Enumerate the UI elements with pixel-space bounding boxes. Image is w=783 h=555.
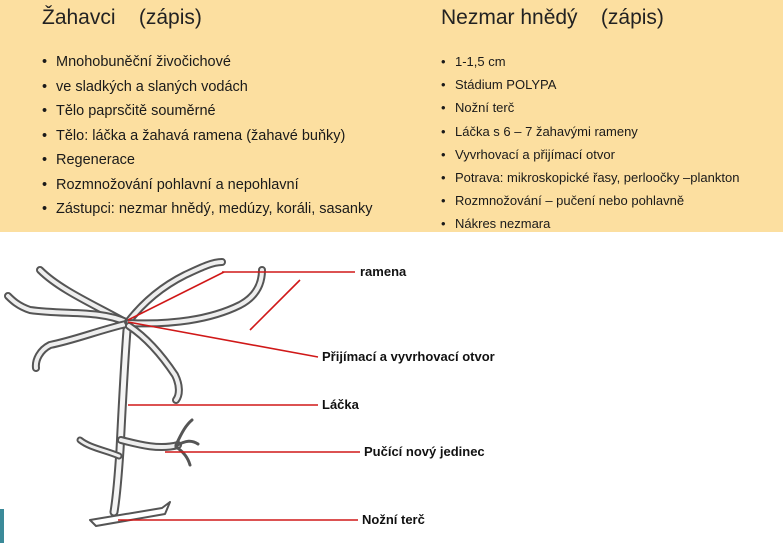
panel-gap [0, 232, 412, 238]
list-item: Mnohobuněční živočichové [42, 54, 372, 79]
label-lines [118, 271, 360, 521]
list-item: Stádium POLYPA [441, 77, 739, 100]
list-item: Regenerace [42, 152, 372, 177]
list-item: 1-1,5 cm [441, 54, 739, 77]
left-bullet-list: Mnohobuněční živočichové ve sladkých a s… [42, 54, 372, 226]
right-column-title: Nezmar hnědý (zápis) [441, 6, 664, 29]
list-item: Zástupci: nezmar hnědý, medúzy, koráli, … [42, 201, 372, 226]
list-item: Nákres nezmara [441, 216, 739, 239]
hydra-diagram: ramena Přijímací a vyvrhovací otvor Láčk… [4, 258, 495, 527]
label-nozni-terc: Nožní terč [362, 512, 425, 527]
list-item: Tělo: láčka a žahavá ramena (žahavé buňk… [42, 128, 372, 153]
list-item: Nožní terč [441, 100, 739, 123]
label-ramena: ramena [360, 264, 407, 279]
list-item: Vyvrhovací a přijímací otvor [441, 147, 739, 170]
list-item: Rozmnožování – pučení nebo pohlavně [441, 193, 739, 216]
slide-edge-marker [0, 509, 4, 543]
left-column-title: Žahavci (zápis) [42, 6, 202, 29]
hydra-drawing [4, 258, 266, 527]
label-otvor: Přijímací a vyvrhovací otvor [322, 349, 495, 364]
list-item: Rozmnožování pohlavní a nepohlavní [42, 177, 372, 202]
list-item: Tělo paprsčitě souměrné [42, 103, 372, 128]
label-pucici-jedinec: Pučící nový jedinec [364, 444, 485, 459]
list-item: Láčka s 6 – 7 žahavými rameny [441, 124, 739, 147]
label-lacka: Láčka [322, 397, 360, 412]
right-bullet-list: 1-1,5 cm Stádium POLYPA Nožní terč Láčka… [441, 54, 739, 240]
list-item: Potrava: mikroskopické řasy, perloočky –… [441, 170, 739, 193]
list-item: ve sladkých a slaných vodách [42, 79, 372, 104]
